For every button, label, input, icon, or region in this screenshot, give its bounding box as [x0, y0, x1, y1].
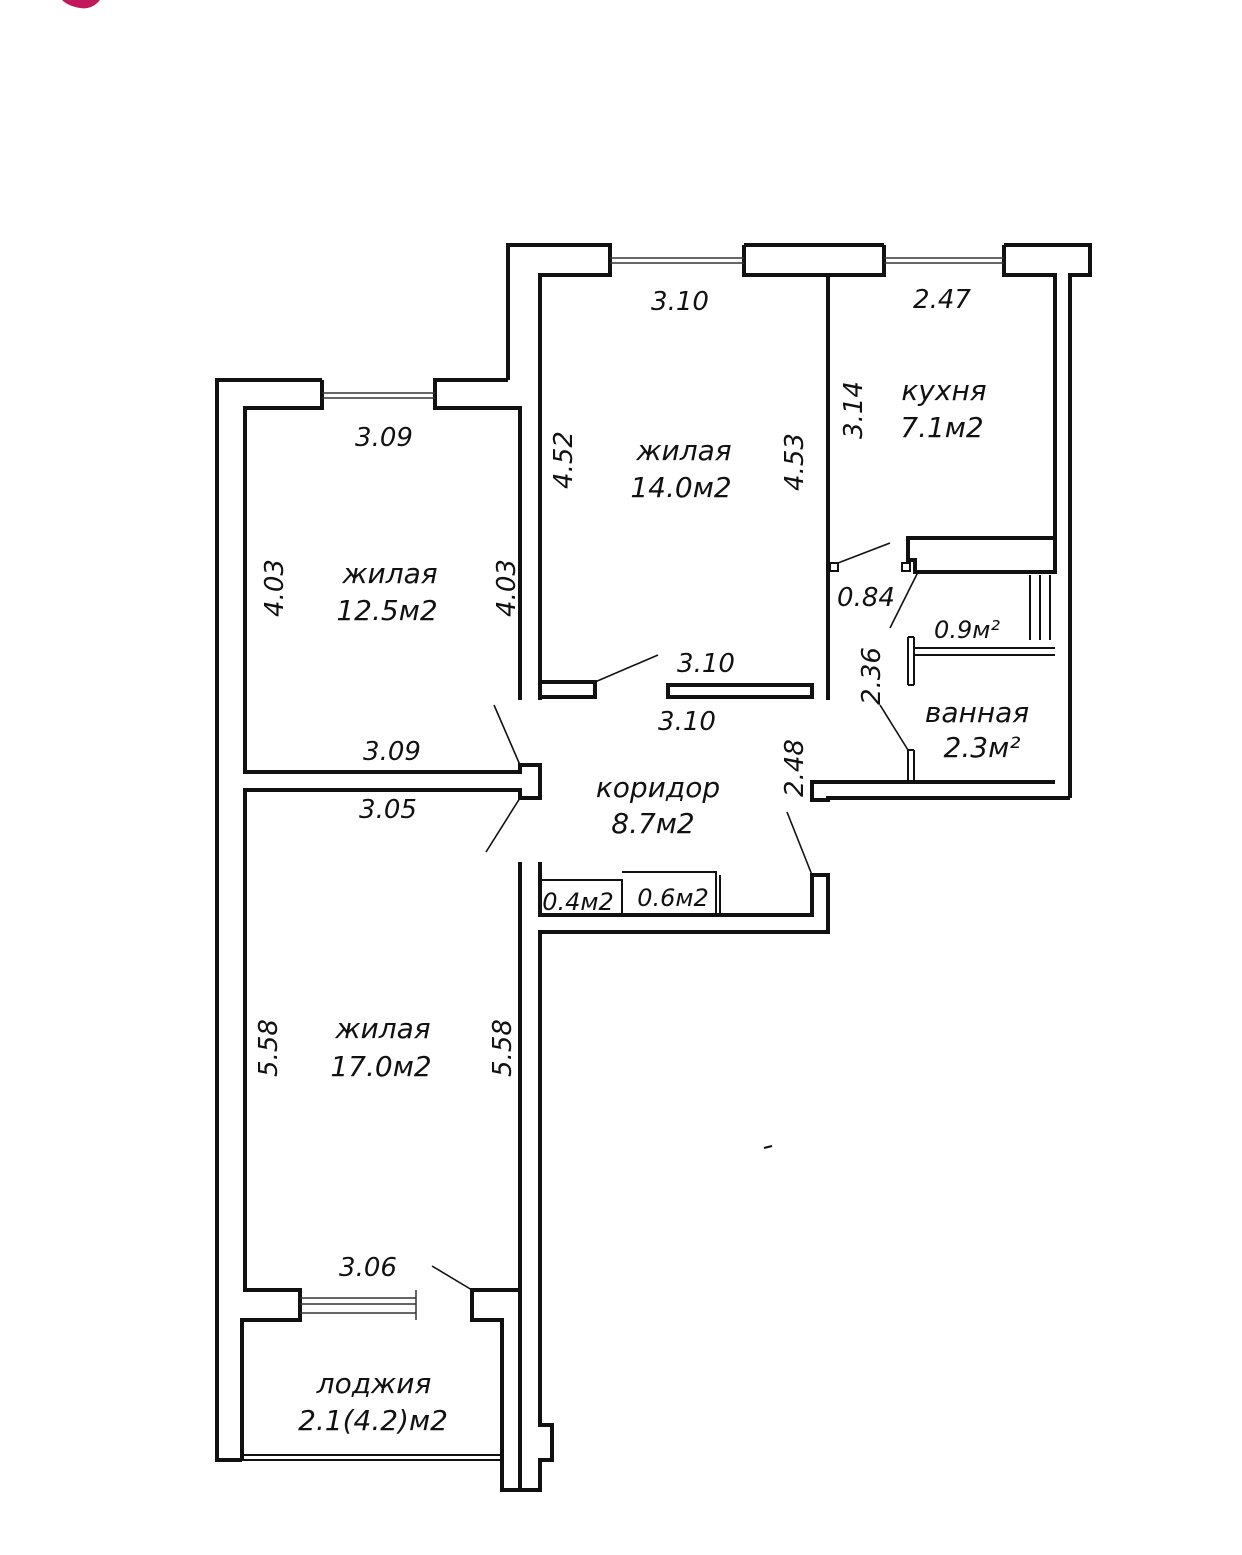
room-name-living-bottom: жилая — [334, 1012, 430, 1045]
dimension-top-room-width-top: 3.10 — [651, 287, 709, 317]
room-area-kitchen: 7.1м2 — [900, 411, 983, 444]
room-area-living-top: 14.0м2 — [630, 471, 731, 504]
room-name-living-top: жилая — [635, 434, 731, 467]
dimension-left-room-width-bottom: 3.09 — [363, 737, 421, 767]
scan-speck — [763, 1145, 773, 1149]
door-swings — [431, 542, 919, 1291]
dimension-top-room-left-height: 4.52 — [549, 431, 579, 489]
outer-walls — [215, 243, 1092, 1492]
dimension-kitchen-width: 2.47 — [913, 285, 971, 315]
room-name-corridor: коридор — [596, 771, 720, 804]
dimension-bottom-room-width-bottom: 3.06 — [339, 1253, 397, 1283]
room-area-toilet: 0.9м² — [934, 616, 1000, 644]
closet-walls — [540, 871, 721, 915]
dimension-left-room-width-top: 3.09 — [355, 423, 413, 453]
logo-mark — [62, 0, 100, 9]
room-area-living-bottom: 17.0м2 — [330, 1050, 431, 1083]
room-area-closet-a: 0.4м2 — [542, 888, 614, 916]
dimension-wc-width: 0.84 — [837, 583, 895, 613]
room-area-loggia: 2.1(4.2)м2 — [298, 1404, 448, 1437]
dimension-bath-height: 2.36 — [857, 647, 887, 705]
windows — [300, 257, 1004, 1320]
room-name-loggia: лоджия — [316, 1367, 432, 1400]
room-area-living-left: 12.5м2 — [336, 594, 437, 627]
room-name-living-left: жилая — [341, 557, 437, 590]
dimension-kitchen-height: 3.14 — [839, 381, 869, 439]
dimension-bottom-room-width-top: 3.05 — [359, 795, 417, 825]
dimension-bottom-room-left-height: 5.58 — [254, 1019, 284, 1077]
bathroom-walls — [829, 536, 1057, 782]
room-area-bathroom: 2.3м² — [944, 731, 1021, 764]
room-area-corridor: 8.7м2 — [611, 807, 694, 840]
room-area-closet-b: 0.6м2 — [637, 884, 709, 912]
dimension-bottom-room-right-height: 5.58 — [488, 1019, 518, 1077]
dimension-top-room-width-bottom: 3.10 — [677, 649, 735, 679]
room-name-kitchen: кухня — [901, 374, 986, 407]
dimension-left-room-right-height: 4.03 — [492, 559, 522, 617]
dimension-left-room-left-height: 4.03 — [260, 559, 290, 617]
dimension-top-room-right-height: 4.53 — [780, 433, 810, 491]
dimension-corridor-width: 3.10 — [658, 707, 716, 737]
room-name-bathroom: ванная — [925, 696, 1029, 729]
dimension-corridor-height: 2.48 — [780, 739, 810, 797]
